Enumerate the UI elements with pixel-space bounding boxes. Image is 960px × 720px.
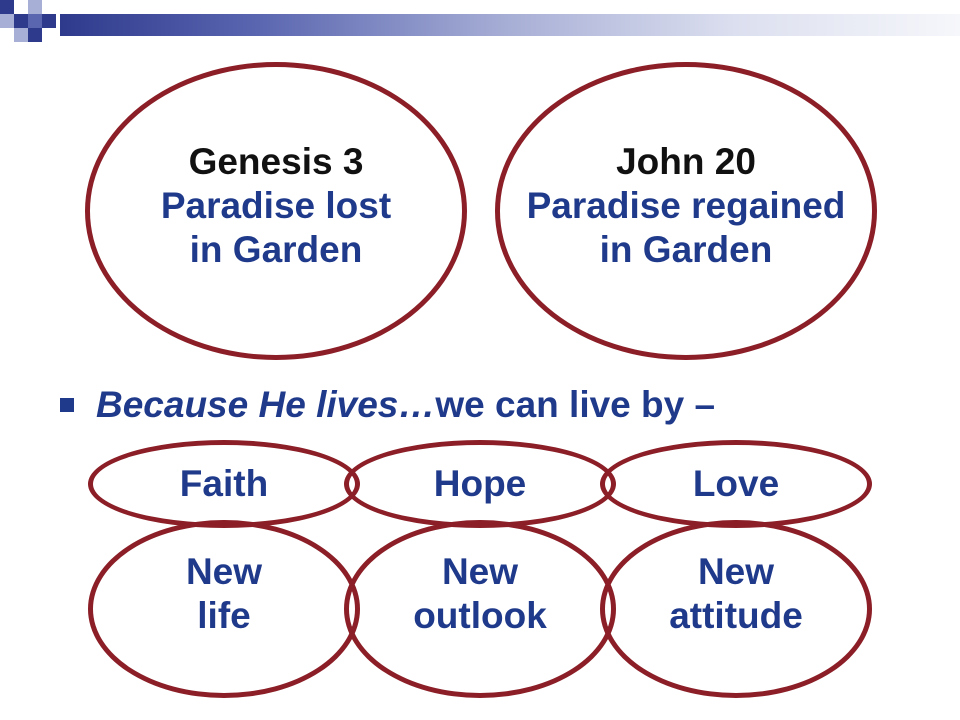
outcome-attitude-line1: New — [697, 551, 775, 592]
bullet-line: Because He lives… we can live by – — [60, 380, 715, 430]
bullet-square-icon — [60, 398, 74, 412]
header-square — [28, 14, 42, 28]
john-oval — [495, 62, 877, 360]
header-square — [14, 28, 28, 42]
john-text-block: John 20 Paradise regained in Garden — [490, 140, 882, 272]
header-square — [14, 0, 28, 14]
new-attitude-oval — [600, 520, 872, 698]
bullet-text: we can live by – — [435, 384, 716, 425]
virtue-faith: Faith — [179, 463, 269, 504]
header-gradient-band — [60, 14, 960, 36]
genesis-text-block: Genesis 3 Paradise lost in Garden — [95, 140, 457, 272]
outcome-attitude-line2: attitude — [669, 595, 803, 636]
header-square — [14, 14, 28, 28]
genesis-oval — [85, 62, 467, 360]
genesis-line1: Paradise lost — [160, 185, 392, 226]
john-reference: John 20 — [616, 141, 756, 182]
john-line2: in Garden — [599, 229, 773, 270]
john-line1: Paradise regained — [526, 185, 846, 226]
header-square — [0, 0, 14, 14]
outcome-life-line1: New — [185, 551, 263, 592]
genesis-reference: Genesis 3 — [188, 141, 364, 182]
virtue-hope: Hope — [433, 463, 527, 504]
outcome-outlook: New outlook — [364, 550, 596, 638]
header-square — [42, 14, 56, 28]
header-square — [28, 0, 42, 14]
outcome-life-line2: life — [197, 595, 251, 636]
outcome-life: New life — [108, 550, 340, 638]
outcome-outlook-line2: outlook — [413, 595, 547, 636]
header-decoration — [0, 0, 960, 56]
virtue-love: Love — [692, 463, 780, 504]
outcome-outlook-line1: New — [441, 551, 519, 592]
header-square — [0, 14, 14, 28]
outcome-attitude: New attitude — [620, 550, 852, 638]
genesis-line2: in Garden — [189, 229, 363, 270]
bullet-italic-text: Because He lives… — [96, 384, 436, 425]
header-square — [28, 28, 42, 42]
